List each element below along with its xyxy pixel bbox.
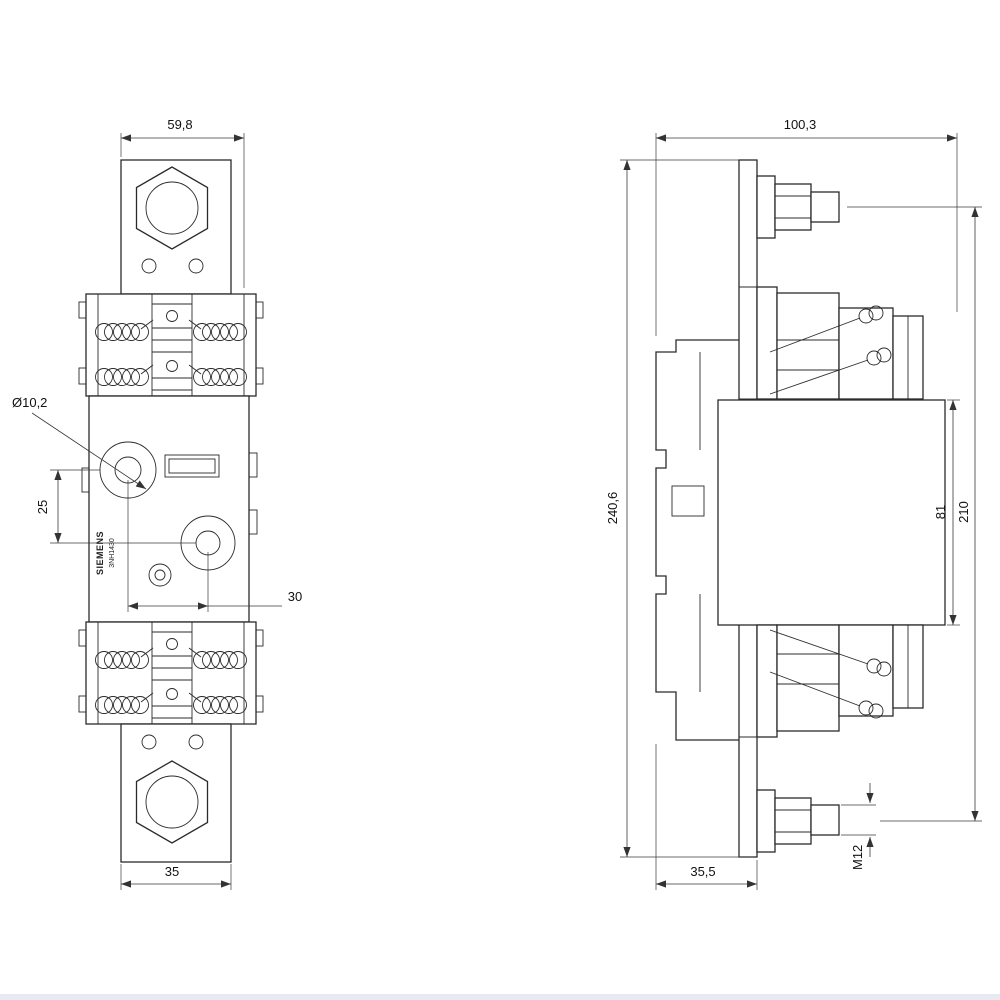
dim-label: 100,3 bbox=[784, 117, 817, 132]
dim-label: 81 bbox=[933, 505, 948, 519]
plate-hole bbox=[141, 734, 157, 750]
clip-spring-coils bbox=[95, 647, 247, 714]
dim-side-terminal-pitch: 210 bbox=[847, 206, 982, 822]
dim-front-top-width: 59,8 bbox=[120, 117, 245, 288]
bolt-hole-top bbox=[145, 181, 199, 235]
fuse-clip-upper bbox=[78, 293, 264, 397]
terminal-bolt-top bbox=[756, 175, 840, 239]
clip-assembly-upper bbox=[756, 286, 924, 400]
latch-detail bbox=[671, 485, 705, 517]
body-slot bbox=[164, 454, 220, 478]
clip-spring-coils bbox=[95, 319, 247, 386]
hex-bolt-bottom bbox=[135, 760, 209, 844]
top-terminal-plate bbox=[120, 159, 232, 295]
terminal-bolt-bottom bbox=[756, 789, 840, 853]
dim-label: Ø10,2 bbox=[12, 395, 47, 410]
hex-bolt-top bbox=[135, 166, 209, 250]
dim-side-thread: M12 bbox=[841, 783, 876, 870]
bottom-edge-strip bbox=[0, 994, 1000, 1000]
spring-wires bbox=[769, 629, 892, 719]
dim-front-hole-diameter: Ø10,2 bbox=[12, 395, 147, 490]
bolt-hole-bottom bbox=[145, 775, 199, 829]
dim-label: 240,6 bbox=[605, 492, 620, 525]
dim-label: M12 bbox=[850, 845, 865, 870]
model-label: 3NH1430 bbox=[109, 538, 116, 568]
fuse-clip-lower bbox=[78, 621, 264, 725]
dim-front-horizontal-pitch: 30 bbox=[127, 480, 302, 612]
dim-label: 210 bbox=[956, 501, 971, 523]
dim-side-top-width: 100,3 bbox=[655, 117, 958, 336]
fuse-body-outline bbox=[717, 399, 946, 626]
plate-hole bbox=[188, 734, 204, 750]
spring-wires bbox=[769, 305, 892, 395]
dim-label: 59,8 bbox=[167, 117, 192, 132]
dim-label: 30 bbox=[288, 589, 302, 604]
dim-label: 25 bbox=[35, 500, 50, 514]
dim-label: 35 bbox=[165, 864, 179, 879]
main-body: SIEMENS 3NH1430 bbox=[81, 395, 258, 623]
dim-label: 35,5 bbox=[690, 864, 715, 879]
dim-side-bottom-width: 35,5 bbox=[655, 744, 758, 890]
plate-hole bbox=[188, 258, 204, 274]
front-view: SIEMENS 3NH1430 bbox=[12, 117, 302, 890]
thread-m12 bbox=[810, 804, 840, 836]
dim-side-overall-height: 240,6 bbox=[605, 159, 753, 858]
small-ring-hole bbox=[148, 563, 172, 587]
dim-front-bottom-width: 35 bbox=[120, 864, 232, 890]
side-view: 100,3 240,6 81 210 M12 bbox=[605, 117, 982, 890]
dim-front-vertical-pitch: 25 bbox=[35, 469, 196, 544]
clip-assembly-lower bbox=[756, 624, 924, 738]
plate-hole bbox=[141, 258, 157, 274]
dim-side-body-height: 81 bbox=[933, 399, 960, 626]
bottom-terminal-plate bbox=[120, 723, 232, 863]
brand-label: SIEMENS bbox=[95, 531, 105, 575]
